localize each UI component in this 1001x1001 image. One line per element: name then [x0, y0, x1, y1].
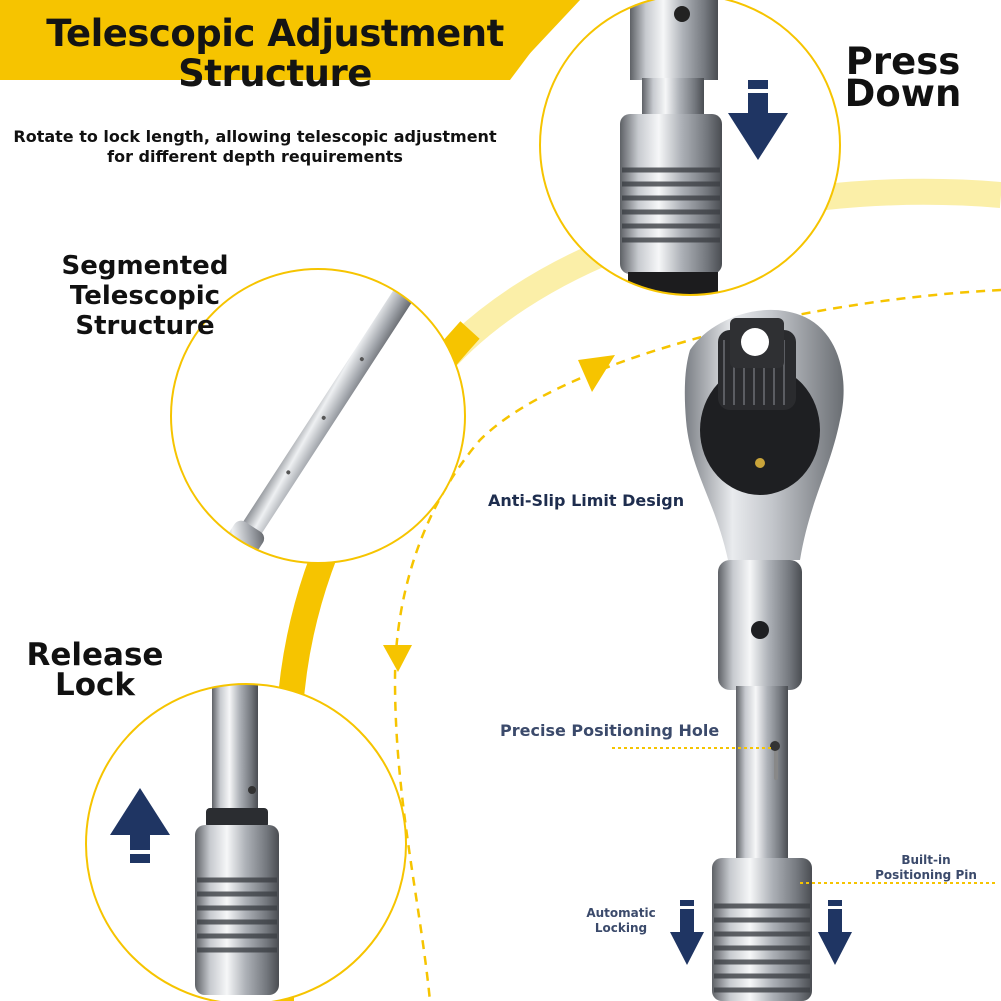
automatic-locking-label: Automatic Locking: [580, 906, 662, 936]
auto-line-2: Locking: [594, 921, 648, 935]
release-line-2: Lock: [54, 667, 136, 703]
press-line-2: Down: [844, 72, 962, 115]
release-lock-label: Release Lock: [20, 637, 170, 703]
anti-slip-label: Anti-Slip Limit Design: [488, 491, 685, 510]
ratchet-wrench: [684, 309, 844, 1001]
arrow-down-icon: [670, 900, 704, 965]
subtitle-line-1: Rotate to lock length, allowing telescop…: [13, 127, 497, 146]
title-line-1: Telescopic Adjustment: [46, 12, 504, 55]
auto-line-1: Automatic: [586, 906, 656, 920]
pin-line-2: Positioning Pin: [875, 868, 977, 882]
positioning-pin-label: Built-in Positioning Pin: [866, 853, 986, 883]
release-line-1: Release: [26, 637, 164, 673]
segmented-line-1: Segmented: [61, 251, 229, 281]
page-title: Telescopic Adjustment Structure: [30, 14, 520, 94]
segmented-line-2: Telescopic: [69, 281, 221, 311]
positioning-hole-label: Precise Positioning Hole: [500, 721, 720, 740]
subtitle-line-2: for different depth requirements: [107, 147, 403, 166]
arrow-up-icon: [110, 788, 170, 863]
press-line-1: Press: [845, 40, 961, 83]
title-banner: [0, 0, 570, 80]
pin-line-1: Built-in: [901, 853, 951, 867]
segmented-rod-detail: [170, 268, 466, 564]
press-down-label: Press Down: [838, 40, 968, 115]
segmented-line-3: Structure: [75, 311, 215, 341]
arrow-down-icon: [728, 80, 788, 160]
arrow-down-icon: [818, 900, 852, 965]
press-down-detail: [539, 0, 841, 296]
release-lock-detail: [85, 683, 407, 1001]
callout-lines: [612, 747, 995, 884]
subtitle: Rotate to lock length, allowing telescop…: [10, 127, 500, 167]
title-line-2: Structure: [178, 52, 372, 95]
segmented-label: Segmented Telescopic Structure: [40, 251, 250, 341]
